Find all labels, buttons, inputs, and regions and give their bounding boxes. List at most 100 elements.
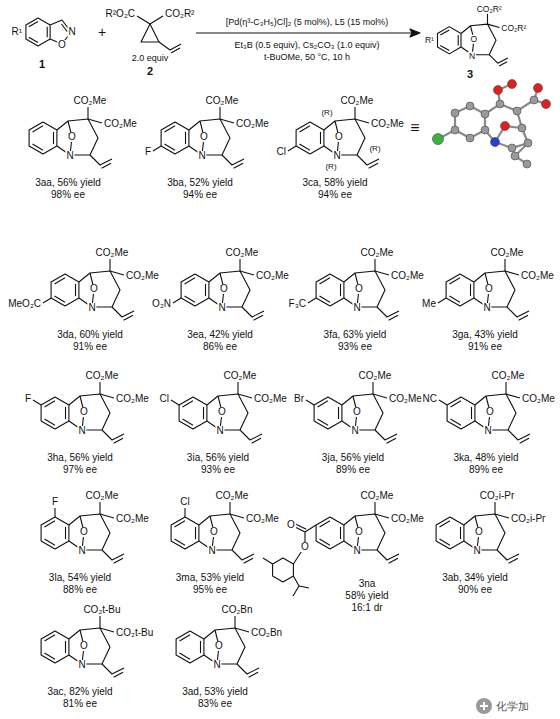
bond-line — [171, 400, 179, 405]
ester-label: CO₂Bn — [250, 628, 283, 638]
bond-line — [102, 430, 124, 440]
bond-line — [69, 628, 110, 664]
yield-caption: 89% ee — [336, 465, 370, 475]
bond-line — [377, 550, 399, 560]
atom-label: N — [482, 303, 491, 313]
bond-line — [354, 107, 355, 119]
atom-label: O — [354, 527, 364, 537]
yield-caption: 3fa, 63% yield — [324, 330, 387, 340]
bond-line — [124, 315, 133, 320]
bond-line — [137, 16, 150, 24]
yield-caption: 3ia, 56% yield — [187, 453, 249, 463]
atom-label: N — [77, 426, 86, 436]
substituent-label: NC — [422, 394, 438, 404]
ester-label: CO₂i-Pr — [510, 514, 546, 524]
bond-line — [200, 641, 201, 653]
bond-line — [55, 278, 66, 284]
atom-label: O — [214, 641, 224, 651]
bond-line — [26, 18, 50, 46]
bond-line — [438, 27, 462, 54]
atom-label: O — [209, 527, 219, 537]
bond-line — [153, 146, 161, 151]
stereo-label: (R) — [324, 163, 337, 171]
substituent-label: Br — [293, 394, 305, 404]
bond-line — [57, 119, 98, 155]
bond-line — [320, 132, 321, 144]
substituent-label: Cl — [276, 147, 287, 157]
bond-line — [230, 514, 244, 518]
stereo-label: (R) — [320, 109, 333, 117]
bond-line — [447, 397, 475, 429]
bond-line — [102, 163, 111, 168]
equiv-label: 2.0 equiv — [132, 54, 169, 63]
bond-line — [300, 144, 311, 150]
bond-line — [112, 307, 134, 317]
ester-label: CO₂Me — [223, 371, 258, 381]
bond-line — [389, 558, 398, 563]
bond-line — [102, 550, 124, 560]
plus-sign: + — [98, 25, 106, 39]
condition-text: Et₃B (0.5 equiv), Cs₂CO₃ (1.0 equiv) — [235, 41, 380, 50]
bond-line — [507, 307, 529, 317]
atom-label: O — [354, 284, 364, 294]
atom-label: N — [65, 151, 74, 161]
bond-line — [45, 521, 56, 527]
yield-caption: 86% ee — [203, 342, 237, 352]
bond-line — [100, 514, 114, 518]
bond-line — [438, 298, 446, 303]
bond-line — [43, 298, 51, 303]
bond-line — [460, 527, 461, 539]
yield-caption: 97% ee — [63, 465, 97, 475]
atom-label: N — [197, 151, 206, 161]
bond-line — [109, 259, 110, 271]
bond-line — [219, 107, 220, 119]
ester-label: CO₂i-Pr — [479, 491, 515, 501]
ester-label: CO₂R² — [476, 5, 503, 14]
bond-line — [41, 397, 69, 429]
bond-line — [306, 400, 314, 405]
substituent-label: F — [144, 147, 152, 157]
bond-line — [45, 539, 56, 545]
bond-line — [234, 616, 235, 628]
atom-label: O — [485, 407, 495, 417]
bond-line — [436, 517, 464, 549]
bond-line — [239, 259, 240, 271]
bond-line — [181, 274, 209, 306]
bond-line — [75, 284, 76, 296]
yield-caption: 3ac, 82% yield — [47, 687, 112, 697]
bond-line — [440, 539, 451, 545]
bond-line — [54, 508, 55, 517]
bond-line — [45, 653, 56, 659]
bond-line — [242, 307, 264, 317]
bond-line — [87, 107, 88, 119]
yield-caption: 3ad, 53% yield — [182, 687, 248, 697]
substituent-label: Cl — [159, 394, 170, 404]
bond-line — [55, 296, 66, 302]
bond-line — [373, 394, 387, 398]
yield-caption: 3aa, 56% yield — [35, 178, 101, 188]
ester-label: CO₂Me — [388, 394, 423, 404]
bond-line — [33, 400, 41, 405]
bond-line — [494, 502, 495, 514]
ester-label: CO₂Me — [370, 119, 405, 129]
bond-line — [475, 394, 516, 430]
condition-text: [Pd(η³-C₃H₅)Cl]₂ (5 mol%), L5 (15 mol%) — [226, 18, 388, 27]
atom-label: O — [79, 527, 89, 537]
bond-line — [238, 394, 252, 398]
bond-line — [65, 407, 66, 419]
bond-line — [29, 37, 38, 42]
compound-number: 3 — [467, 69, 473, 80]
bond-line — [41, 631, 69, 663]
bond-line — [220, 119, 234, 123]
atom-label: N — [352, 546, 361, 556]
bond-line — [41, 517, 69, 549]
bond-line — [29, 122, 57, 154]
bond-line — [232, 550, 254, 560]
bond-line — [235, 628, 249, 632]
ester-label: CO₂Me — [491, 371, 526, 381]
bond-line — [51, 274, 79, 306]
yield-caption: 90% ee — [458, 585, 492, 595]
bond-line — [504, 259, 505, 271]
bond-line — [69, 394, 110, 430]
